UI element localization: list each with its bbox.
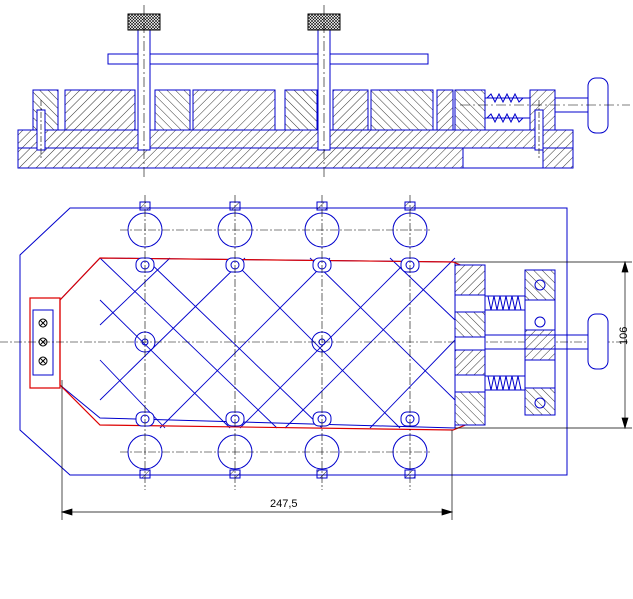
- dimension-width-label: 106: [618, 327, 630, 345]
- handwheel-plan: [587, 313, 609, 370]
- left-stop-block: [32, 309, 54, 376]
- clamps-bottom-row: [127, 411, 428, 479]
- jaw-mechanism: [454, 264, 609, 426]
- dimension-length-label: 247,5: [270, 498, 298, 510]
- clamp-bar: [107, 53, 429, 65]
- center-marks: [0, 195, 630, 490]
- front-section-view: [17, 5, 630, 180]
- base-outline: [19, 207, 568, 476]
- dimensions: [60, 260, 632, 520]
- support-grid: [99, 257, 456, 429]
- sliding-jaw: [454, 89, 486, 131]
- handwheel: [587, 77, 609, 134]
